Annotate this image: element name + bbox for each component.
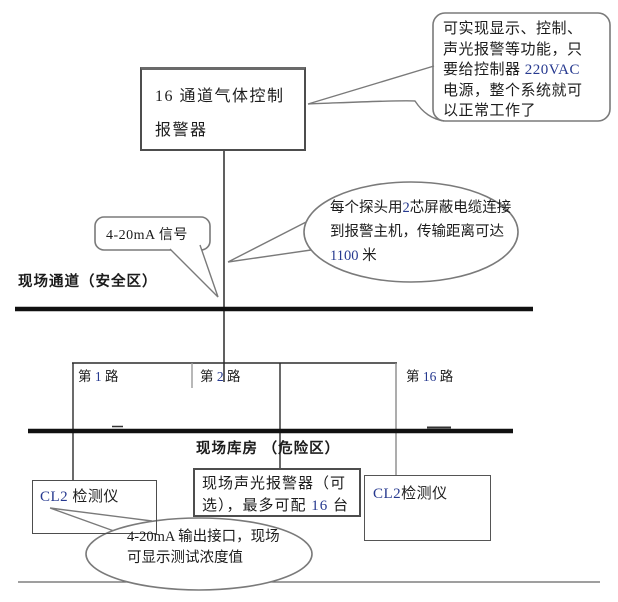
output-note-text: 4-20mA 输出接口，现场可显示测试浓度值 bbox=[127, 529, 280, 566]
cable-note-bubble bbox=[303, 181, 519, 283]
cable-note-tail bbox=[227, 218, 319, 263]
channel-1-label: 第 1 路 bbox=[78, 369, 119, 384]
signal-callout-bubble bbox=[94, 216, 211, 251]
channel-16-label: 第 16 路 bbox=[406, 369, 454, 384]
danger-zone-label: 现场库房 （危险区） bbox=[196, 441, 341, 457]
output-note-bubble bbox=[85, 517, 313, 591]
safe-zone-label: 现场通道（安全区） bbox=[18, 274, 158, 290]
detector-right-box: CL2检测仪 bbox=[364, 475, 491, 541]
system-note-tail bbox=[307, 65, 445, 122]
controller-box: 16 通道气体控制报警器 bbox=[140, 67, 306, 151]
signal-callout-text: 4-20mA 信号 bbox=[106, 228, 188, 243]
channel-2-label: 第 2 路 bbox=[200, 369, 241, 384]
sounder-box: 现场声光报警器（可选），最多可配 16 台 bbox=[193, 468, 361, 517]
output-note-tail bbox=[49, 507, 153, 532]
signal-callout-tail bbox=[169, 244, 219, 298]
detector-left-box: CL2 检测仪 bbox=[32, 480, 157, 534]
